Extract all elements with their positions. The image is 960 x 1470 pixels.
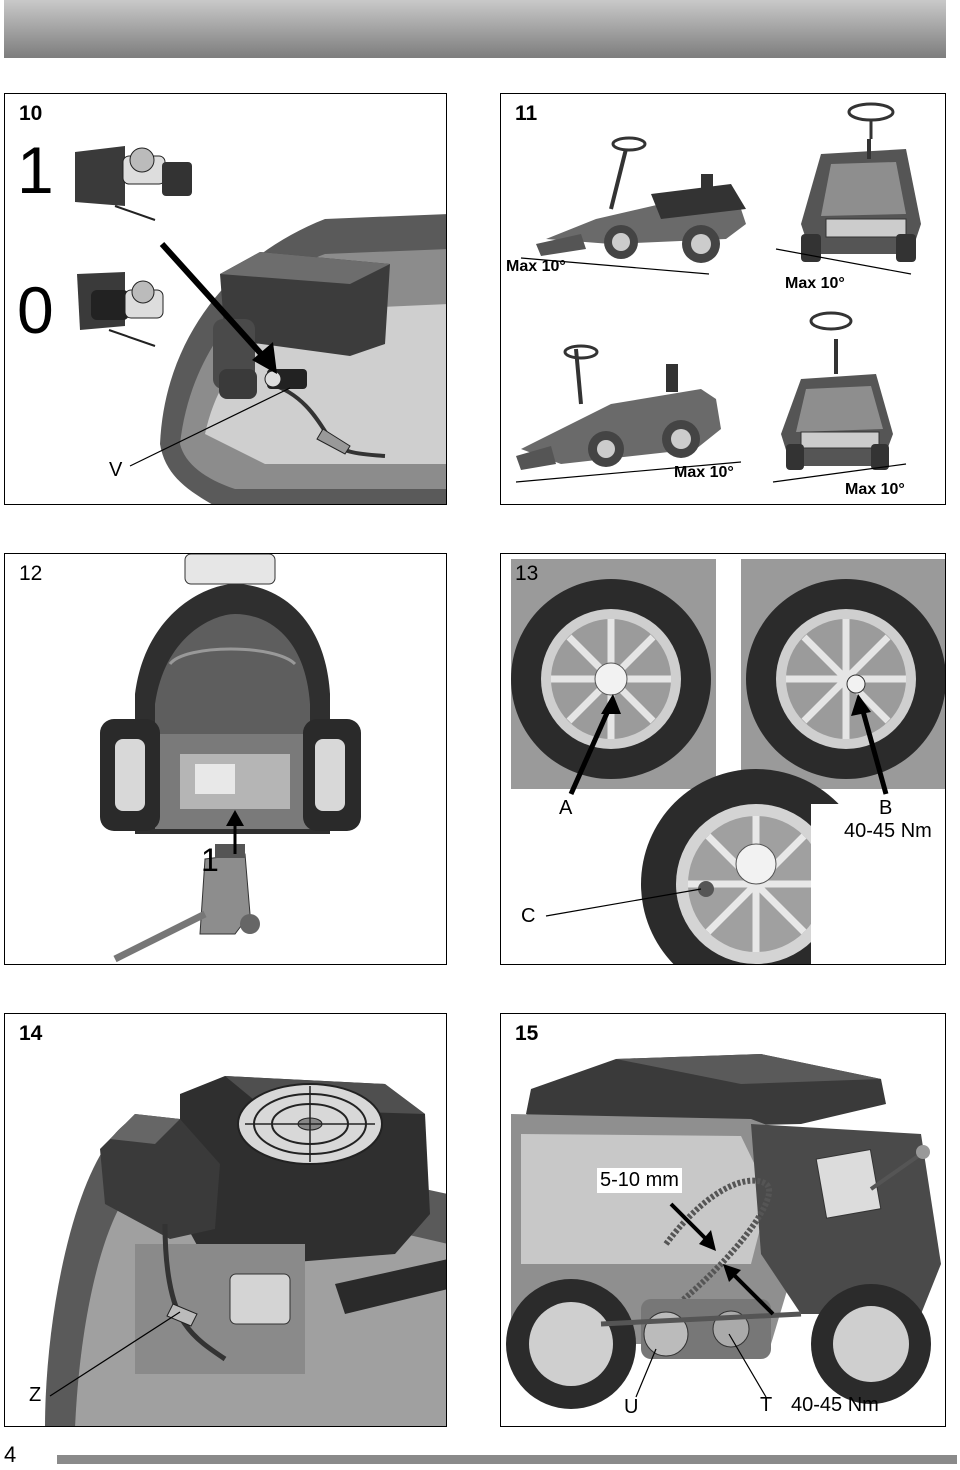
figure-number: 12: [19, 562, 43, 585]
figure-number: 10: [19, 102, 43, 125]
label-c: C: [521, 905, 536, 927]
label-1: 1: [201, 842, 219, 878]
figure-12: 12 1: [4, 553, 447, 965]
label-b: B: [879, 797, 893, 819]
wheel-a: [511, 559, 716, 796]
figure-11: 11: [500, 93, 946, 505]
engine-illustration: [45, 1076, 446, 1426]
mower-rear-view-bottom: [772, 311, 907, 483]
figure-number: 15: [515, 1022, 539, 1045]
label-a: A: [559, 797, 573, 819]
label-z: Z: [29, 1384, 42, 1406]
chain-gap-label: 5-10 mm: [597, 1168, 682, 1193]
header-bar: [4, 0, 946, 58]
footer-bar: [57, 1455, 957, 1464]
label-t: T: [760, 1394, 773, 1416]
switch-position-1: 1: [17, 133, 54, 207]
switch-position-0: 0: [17, 273, 54, 347]
mower-rear-view-top: [775, 102, 921, 275]
torque-label: 40-45 Nm: [791, 1394, 879, 1416]
figure-15: 15 5-10 mm U T 40-45 Nm: [500, 1013, 946, 1427]
valve-open-icon: [75, 146, 192, 221]
jack-lift-illustration: [100, 554, 361, 963]
figure-10: 10: [4, 93, 447, 505]
label-u: U: [624, 1396, 639, 1418]
mower-side-view-top: [520, 136, 746, 275]
fuel-valve-illustration: [75, 146, 446, 504]
slope-illustration: [515, 102, 921, 483]
wheel-c: [501, 769, 945, 964]
figure-number: 11: [515, 102, 538, 125]
wheel-bolt-illustration: [501, 559, 945, 964]
figure-14: 14 Z: [4, 1013, 447, 1427]
max-angle-label: Max 10°: [785, 275, 845, 292]
figure-13: 13: [500, 553, 946, 965]
page-number: 4: [4, 1442, 17, 1467]
figure-number: 13: [515, 562, 539, 585]
max-angle-label: Max 10°: [506, 258, 566, 275]
mower-side-view-bottom: [515, 344, 742, 483]
chain-tension-illustration: [506, 1054, 941, 1409]
figure-number: 14: [19, 1022, 43, 1045]
wheel-b: [741, 559, 945, 795]
label-v: V: [109, 459, 123, 481]
max-angle-label: Max 10°: [845, 481, 905, 498]
valve-closed-icon: [77, 272, 164, 347]
max-angle-label: Max 10°: [674, 464, 734, 481]
torque-label: 40-45 Nm: [844, 820, 932, 842]
